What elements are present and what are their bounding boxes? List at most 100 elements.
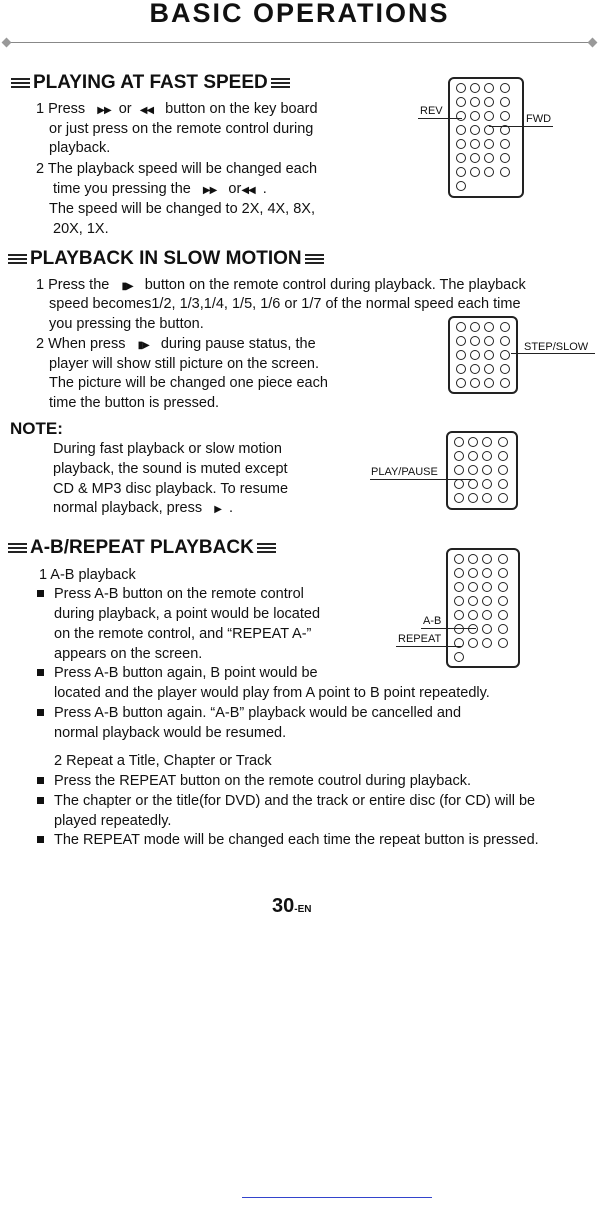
section-heading-ab: A-B/REPEAT PLAYBACK	[5, 537, 279, 559]
divider-left-diamond	[1, 37, 12, 48]
remote-button	[454, 465, 464, 475]
step-icon: ▮▶	[137, 340, 150, 351]
remote-button	[470, 83, 480, 93]
remote-button	[454, 638, 464, 648]
remote-button	[500, 378, 510, 388]
remote-button	[470, 350, 480, 360]
remote-button	[454, 451, 464, 461]
remote-button	[456, 364, 466, 374]
remote-button	[456, 125, 466, 135]
slow-line-2: speed becomes1/2, 1/3,1/4, 1/5, 1/6 or 1…	[49, 296, 521, 312]
remote-button	[482, 451, 492, 461]
play-icon: ▶	[214, 504, 222, 515]
remote-button	[482, 554, 492, 564]
remote-button	[454, 493, 464, 503]
remote-button	[484, 125, 494, 135]
ab-pointer-line	[421, 628, 476, 629]
remote-button	[500, 364, 510, 374]
title-divider	[6, 42, 593, 43]
remote-button	[470, 336, 480, 346]
remote-button	[470, 322, 480, 332]
remote-button	[484, 97, 494, 107]
remote-button	[468, 638, 478, 648]
remote-button	[470, 167, 480, 177]
repeat-bullet-3: The REPEAT mode will be changed each tim…	[37, 831, 539, 851]
remote-button	[484, 153, 494, 163]
note-line-2: playback, the sound is muted except	[53, 461, 288, 477]
rewind-icon: ◀◀	[139, 105, 154, 116]
remote-button	[500, 139, 510, 149]
ab-heading-text: A-B/REPEAT PLAYBACK	[30, 537, 254, 558]
remote-button	[498, 596, 508, 606]
remote-button	[498, 493, 508, 503]
fast-forward-icon: ▶▶	[202, 185, 217, 196]
remote-button	[456, 378, 466, 388]
slow-line-3: you pressing the button.	[49, 316, 204, 332]
remote-button	[500, 125, 510, 135]
remote-diagram-fast	[448, 77, 524, 198]
remote-button	[470, 97, 480, 107]
label-play-pause: PLAY/PAUSE	[371, 466, 438, 478]
slow-line-1: 1 Press the ▮▶ button on the remote cont…	[36, 277, 526, 293]
slow-line-7: time the button is pressed.	[49, 395, 220, 411]
remote-button	[456, 83, 466, 93]
note-heading: NOTE:	[10, 419, 63, 438]
fast-line-5: time you pressing the ▶▶ or◀◀ .	[53, 181, 267, 197]
remote-button	[454, 437, 464, 447]
rev-pointer-line	[418, 118, 462, 119]
remote-button	[498, 638, 508, 648]
remote-button	[484, 350, 494, 360]
remote-button	[470, 139, 480, 149]
remote-diagram-play	[446, 431, 518, 510]
repeat-bullet-2: The chapter or the title(for DVD) and th…	[37, 792, 535, 812]
remote-button	[468, 465, 478, 475]
remote-button	[468, 596, 478, 606]
remote-button	[484, 322, 494, 332]
section-heading-slow: PLAYBACK IN SLOW MOTION	[5, 248, 327, 270]
fast-line-2: or just press on the remote control duri…	[49, 121, 314, 137]
remote-button	[498, 554, 508, 564]
remote-button	[484, 167, 494, 177]
remote-button	[456, 111, 466, 121]
ab-subheading-2: 2 Repeat a Title, Chapter or Track	[54, 753, 272, 769]
ab-bullet-1-line-3: on the remote control, and “REPEAT A-”	[54, 626, 312, 642]
remote-button	[484, 364, 494, 374]
ab-bullet-2-line-2: located and the player would play from A…	[54, 685, 490, 701]
page-title: BASIC OPERATIONS	[149, 0, 450, 28]
remote-button	[498, 465, 508, 475]
remote-button	[500, 97, 510, 107]
fwd-pointer-line	[489, 126, 553, 127]
fast-forward-icon: ▶▶	[97, 105, 111, 116]
play-pointer-line	[370, 479, 475, 480]
remote-button	[468, 610, 478, 620]
remote-button	[454, 624, 464, 634]
remote-button	[482, 479, 492, 489]
remote-button	[484, 83, 494, 93]
fast-line-1: 1 Press ▶▶ or ◀◀ button on the key board	[36, 101, 318, 117]
remote-button	[456, 139, 466, 149]
remote-button	[454, 479, 464, 489]
heading-bars-icon	[8, 542, 27, 554]
remote-button	[456, 181, 466, 191]
slow-line-5: player will show still picture on the sc…	[49, 356, 319, 372]
remote-button	[500, 336, 510, 346]
remote-button	[456, 97, 466, 107]
label-step-slow: STEP/SLOW	[524, 341, 589, 353]
heading-bars-icon	[270, 77, 290, 89]
repeat-pointer-line	[396, 646, 462, 647]
remote-button	[498, 451, 508, 461]
heading-bars-icon	[256, 542, 276, 554]
remote-buttons-slow	[448, 316, 518, 394]
footer-link-line	[242, 1197, 432, 1198]
remote-button	[456, 322, 466, 332]
remote-button	[482, 437, 492, 447]
remote-button	[500, 153, 510, 163]
repeat-bullet-1: Press the REPEAT button on the remote co…	[37, 772, 471, 792]
remote-button	[482, 596, 492, 606]
remote-button	[498, 582, 508, 592]
remote-button	[454, 554, 464, 564]
remote-button	[456, 167, 466, 177]
fast-heading-text: PLAYING AT FAST SPEED	[33, 72, 268, 93]
heading-bars-icon	[8, 253, 27, 265]
remote-button	[456, 350, 466, 360]
